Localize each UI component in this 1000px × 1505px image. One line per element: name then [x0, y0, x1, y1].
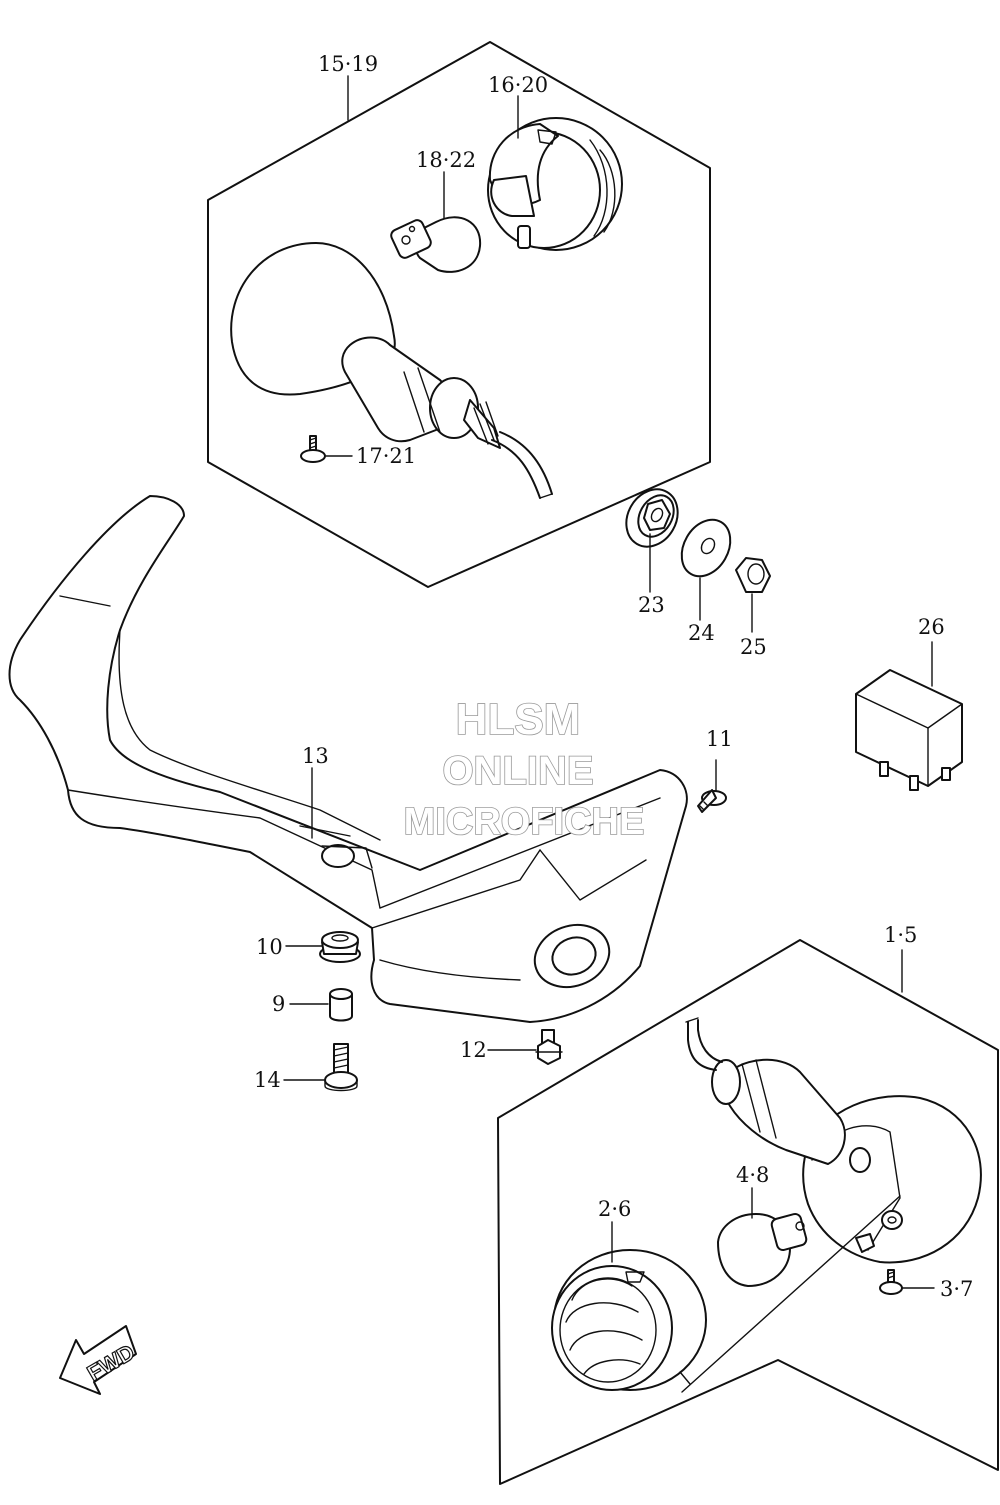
nut-25: [735, 557, 771, 593]
watermark: HLSM ONLINE MICROFICHE: [403, 694, 645, 844]
label-10: 10: [256, 935, 283, 959]
label-25: 25: [740, 635, 767, 659]
watermark-line-2: ONLINE: [442, 749, 593, 793]
label-9: 9: [272, 992, 285, 1016]
label-15-19: 15·19: [318, 52, 378, 76]
label-3-7: 3·7: [940, 1277, 973, 1301]
screw-11: [697, 759, 727, 813]
label-26: 26: [918, 615, 945, 639]
label-24: 24: [688, 621, 715, 645]
fwd-arrow-icon: FWD: [59, 1325, 139, 1395]
lower-assembly-box: [497, 939, 999, 1485]
watermark-line-3: MICROFICHE: [404, 801, 645, 843]
grommet-10: [319, 931, 361, 963]
label-11: 11: [706, 727, 733, 751]
label-1-5: 1·5: [884, 923, 917, 947]
screw-lower: [879, 1269, 935, 1295]
washer-24: [680, 518, 732, 578]
turn-signal-housing-lower: [685, 1017, 982, 1264]
upper-assembly-box: [207, 41, 711, 588]
bracket-13: [8, 495, 688, 1023]
screw-upper: [300, 435, 353, 463]
label-12: 12: [460, 1038, 487, 1062]
label-4-8: 4·8: [736, 1163, 769, 1187]
watermark-line-1: HLSM: [456, 695, 581, 744]
bulb-upper: [390, 216, 482, 273]
bolt-14: [324, 1043, 358, 1092]
turn-signal-housing-upper: [230, 242, 553, 499]
label-2-6: 2·6: [598, 1197, 631, 1221]
label-23: 23: [638, 593, 665, 617]
collar-9: [329, 988, 353, 1022]
bulb-lower: [717, 1213, 808, 1287]
label-13: 13: [302, 744, 329, 768]
lens-upper: [487, 117, 623, 251]
label-16-20: 16·20: [488, 73, 548, 97]
rubber-washer-23: [625, 488, 679, 548]
label-17-21: 17·21: [356, 444, 416, 468]
label-18-22: 18·22: [416, 148, 476, 172]
bolt-12: [535, 1029, 563, 1065]
lens-lower: [551, 1249, 707, 1391]
relay-26: [855, 669, 963, 791]
label-14: 14: [254, 1068, 281, 1092]
